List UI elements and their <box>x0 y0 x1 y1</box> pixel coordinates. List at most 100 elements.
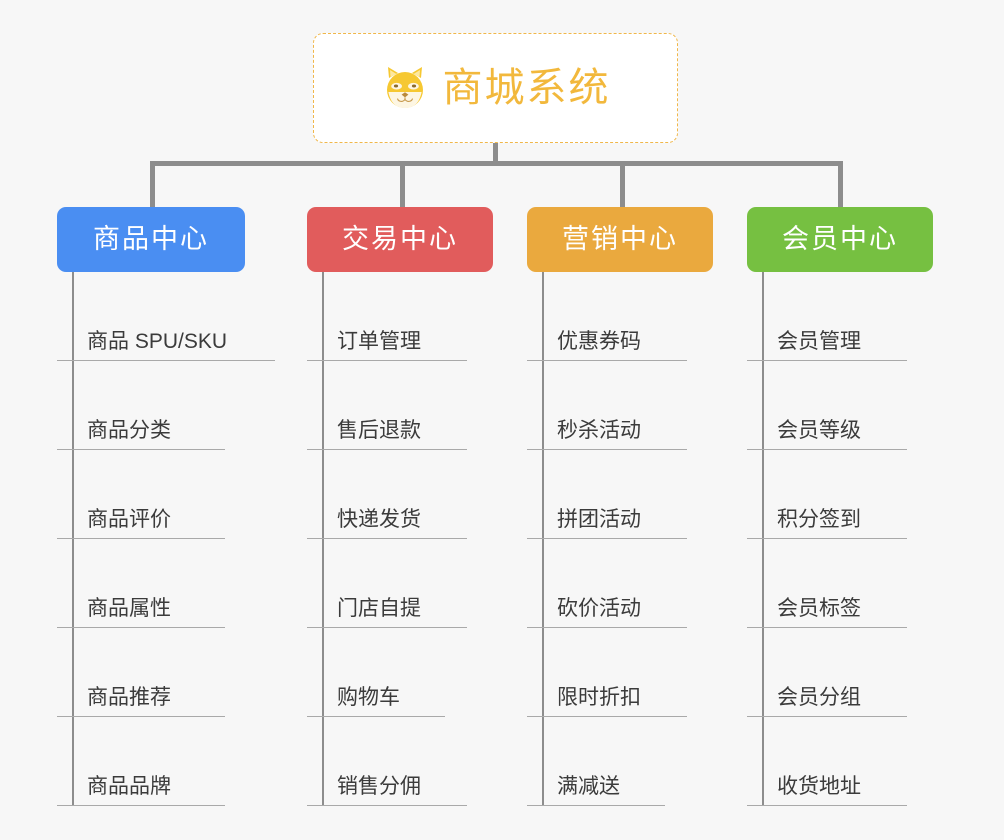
item-underline <box>57 360 275 361</box>
item-underline <box>57 805 225 806</box>
list-item[interactable]: 商品品牌 <box>57 717 245 806</box>
list-item[interactable]: 收货地址 <box>747 717 933 806</box>
list-item[interactable]: 砍价活动 <box>527 539 713 628</box>
category-label-3: 营销中心 <box>562 224 678 254</box>
list-item[interactable]: 订单管理 <box>307 272 493 361</box>
item-underline <box>57 449 225 450</box>
branch-spine-2 <box>322 272 324 806</box>
item-underline <box>307 538 467 539</box>
item-label: 收货地址 <box>777 775 861 798</box>
root-node[interactable]: 商城系统 <box>313 33 678 143</box>
list-item[interactable]: 秒杀活动 <box>527 361 713 450</box>
shiba-dog-icon <box>381 64 429 112</box>
list-item[interactable]: 积分签到 <box>747 450 933 539</box>
list-item[interactable]: 门店自提 <box>307 539 493 628</box>
list-item[interactable]: 快递发货 <box>307 450 493 539</box>
category-header-1[interactable]: 商品中心 <box>57 207 245 272</box>
item-underline <box>57 627 225 628</box>
branch-column-2: 交易中心 订单管理 售后退款 快递发货 门店自提 购物车 <box>307 207 493 806</box>
item-label: 限时折扣 <box>557 686 641 709</box>
list-item[interactable]: 会员分组 <box>747 628 933 717</box>
item-label: 商品推荐 <box>87 686 171 709</box>
connector-drop-4 <box>838 161 843 207</box>
list-item[interactable]: 优惠券码 <box>527 272 713 361</box>
item-label: 售后退款 <box>337 419 421 442</box>
branch-spine-1 <box>72 272 74 806</box>
item-underline <box>747 449 907 450</box>
item-label: 会员等级 <box>777 419 861 442</box>
item-label: 订单管理 <box>337 330 421 353</box>
item-underline <box>747 538 907 539</box>
list-item[interactable]: 会员标签 <box>747 539 933 628</box>
list-item[interactable]: 商品属性 <box>57 539 245 628</box>
connector-drop-3 <box>620 161 625 207</box>
connector-drop-2 <box>400 161 405 207</box>
list-item[interactable]: 销售分佣 <box>307 717 493 806</box>
item-label: 商品属性 <box>87 597 171 620</box>
item-underline <box>307 449 467 450</box>
item-underline <box>527 627 687 628</box>
list-item[interactable]: 商品评价 <box>57 450 245 539</box>
category-header-4[interactable]: 会员中心 <box>747 207 933 272</box>
item-label: 门店自提 <box>337 597 421 620</box>
item-underline <box>527 449 687 450</box>
category-label-1: 商品中心 <box>93 224 209 254</box>
item-label: 秒杀活动 <box>557 419 641 442</box>
branch-items-3: 优惠券码 秒杀活动 拼团活动 砍价活动 限时折扣 满减送 <box>527 272 713 806</box>
branch-items-4: 会员管理 会员等级 积分签到 会员标签 会员分组 收货地址 <box>747 272 933 806</box>
item-underline <box>527 805 665 806</box>
list-item[interactable]: 商品分类 <box>57 361 245 450</box>
item-label: 积分签到 <box>777 508 861 531</box>
item-label: 商品 SPU/SKU <box>87 330 228 353</box>
branch-items-2: 订单管理 售后退款 快递发货 门店自提 购物车 销售分佣 <box>307 272 493 806</box>
item-label: 优惠券码 <box>557 330 641 353</box>
item-label: 销售分佣 <box>337 775 421 798</box>
item-underline <box>307 805 467 806</box>
branch-column-3: 营销中心 优惠券码 秒杀活动 拼团活动 砍价活动 限时折扣 <box>527 207 713 806</box>
item-label: 会员标签 <box>777 597 861 620</box>
item-label: 拼团活动 <box>557 508 641 531</box>
item-label: 商品分类 <box>87 419 171 442</box>
item-underline <box>57 538 225 539</box>
category-header-3[interactable]: 营销中心 <box>527 207 713 272</box>
item-underline <box>57 716 225 717</box>
list-item[interactable]: 拼团活动 <box>527 450 713 539</box>
item-label: 商品评价 <box>87 508 171 531</box>
item-label: 会员分组 <box>777 686 861 709</box>
item-label: 快递发货 <box>337 508 421 531</box>
item-underline <box>527 716 687 717</box>
item-underline <box>747 360 907 361</box>
item-label: 砍价活动 <box>557 597 641 620</box>
list-item[interactable]: 商品推荐 <box>57 628 245 717</box>
item-underline <box>307 716 445 717</box>
list-item[interactable]: 会员等级 <box>747 361 933 450</box>
category-header-2[interactable]: 交易中心 <box>307 207 493 272</box>
list-item[interactable]: 购物车 <box>307 628 493 717</box>
item-underline <box>307 627 467 628</box>
item-underline <box>307 360 467 361</box>
branch-column-4: 会员中心 会员管理 会员等级 积分签到 会员标签 会员分组 <box>747 207 933 806</box>
item-underline <box>747 805 907 806</box>
item-label: 商品品牌 <box>87 775 171 798</box>
connector-root-stem <box>493 143 498 165</box>
list-item[interactable]: 商品 SPU/SKU <box>57 272 275 361</box>
category-label-2: 交易中心 <box>342 224 458 254</box>
list-item[interactable]: 满减送 <box>527 717 713 806</box>
list-item[interactable]: 售后退款 <box>307 361 493 450</box>
connector-drop-1 <box>150 161 155 207</box>
item-label: 购物车 <box>337 686 400 709</box>
category-label-4: 会员中心 <box>782 224 898 254</box>
item-label: 满减送 <box>557 775 620 798</box>
branch-spine-3 <box>542 272 544 806</box>
branch-items-1: 商品 SPU/SKU 商品分类 商品评价 商品属性 商品推荐 商品品牌 <box>57 272 275 806</box>
item-underline <box>747 627 907 628</box>
branch-column-1: 商品中心 商品 SPU/SKU 商品分类 商品评价 商品属性 商品推荐 <box>57 207 275 806</box>
item-underline <box>747 716 907 717</box>
branch-spine-4 <box>762 272 764 806</box>
item-label: 会员管理 <box>777 330 861 353</box>
list-item[interactable]: 限时折扣 <box>527 628 713 717</box>
root-title: 商城系统 <box>442 66 611 110</box>
list-item[interactable]: 会员管理 <box>747 272 933 361</box>
item-underline <box>527 538 687 539</box>
